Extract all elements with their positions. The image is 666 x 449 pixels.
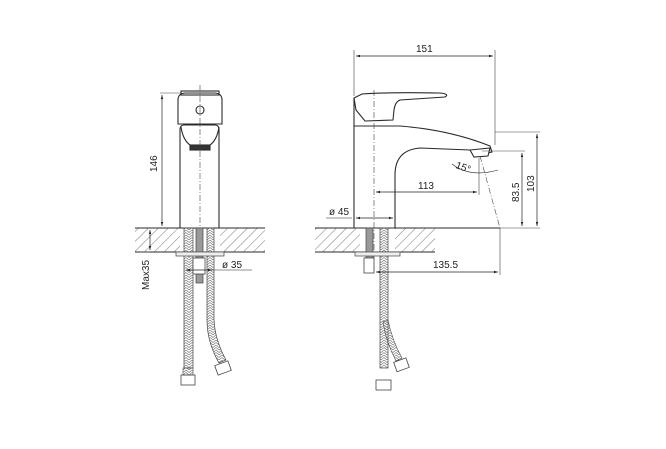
dim-83-5-label: 83.5: [511, 182, 522, 202]
dim-side-spout-reach: 113: [376, 158, 480, 195]
dim-front-hole: ø 35: [186, 260, 252, 272]
side-hoses: [354, 227, 410, 391]
dim-front-max-countertop: Max35: [140, 230, 152, 290]
dim-front-height: 146: [149, 92, 182, 226]
dim-side-reach-from-hole: 135.5: [376, 228, 501, 275]
front-countertop: [135, 227, 265, 253]
side-countertop: [315, 227, 500, 253]
dim-113-label: 113: [418, 181, 434, 192]
front-view: 146 Max35 ø 35: [135, 85, 265, 386]
dim-side-base-diameter: ø 45: [326, 207, 393, 220]
dim-side-spout-height: 103: [495, 131, 540, 229]
dim-diameter45-label: ø 45: [329, 207, 349, 218]
dim-151-label: 151: [416, 44, 433, 55]
dim-103-label: 103: [526, 175, 537, 192]
side-view: 151 113 ø 45 15° 83.5 103: [315, 44, 540, 391]
dim-diameter35-label: ø 35: [222, 260, 242, 271]
dim-max35-label: Max35: [141, 260, 152, 290]
dim-135-5-label: 135.5: [433, 260, 458, 271]
dim-side-outlet-height: 83.5: [482, 150, 525, 226]
dim-146-label: 146: [149, 155, 160, 172]
side-faucet-body: [353, 92, 493, 228]
dim-15deg-label: 15°: [454, 160, 472, 176]
dim-side-total-length: 151: [353, 44, 496, 145]
dim-side-angle: 15°: [451, 160, 499, 176]
front-hoses: [175, 227, 232, 386]
